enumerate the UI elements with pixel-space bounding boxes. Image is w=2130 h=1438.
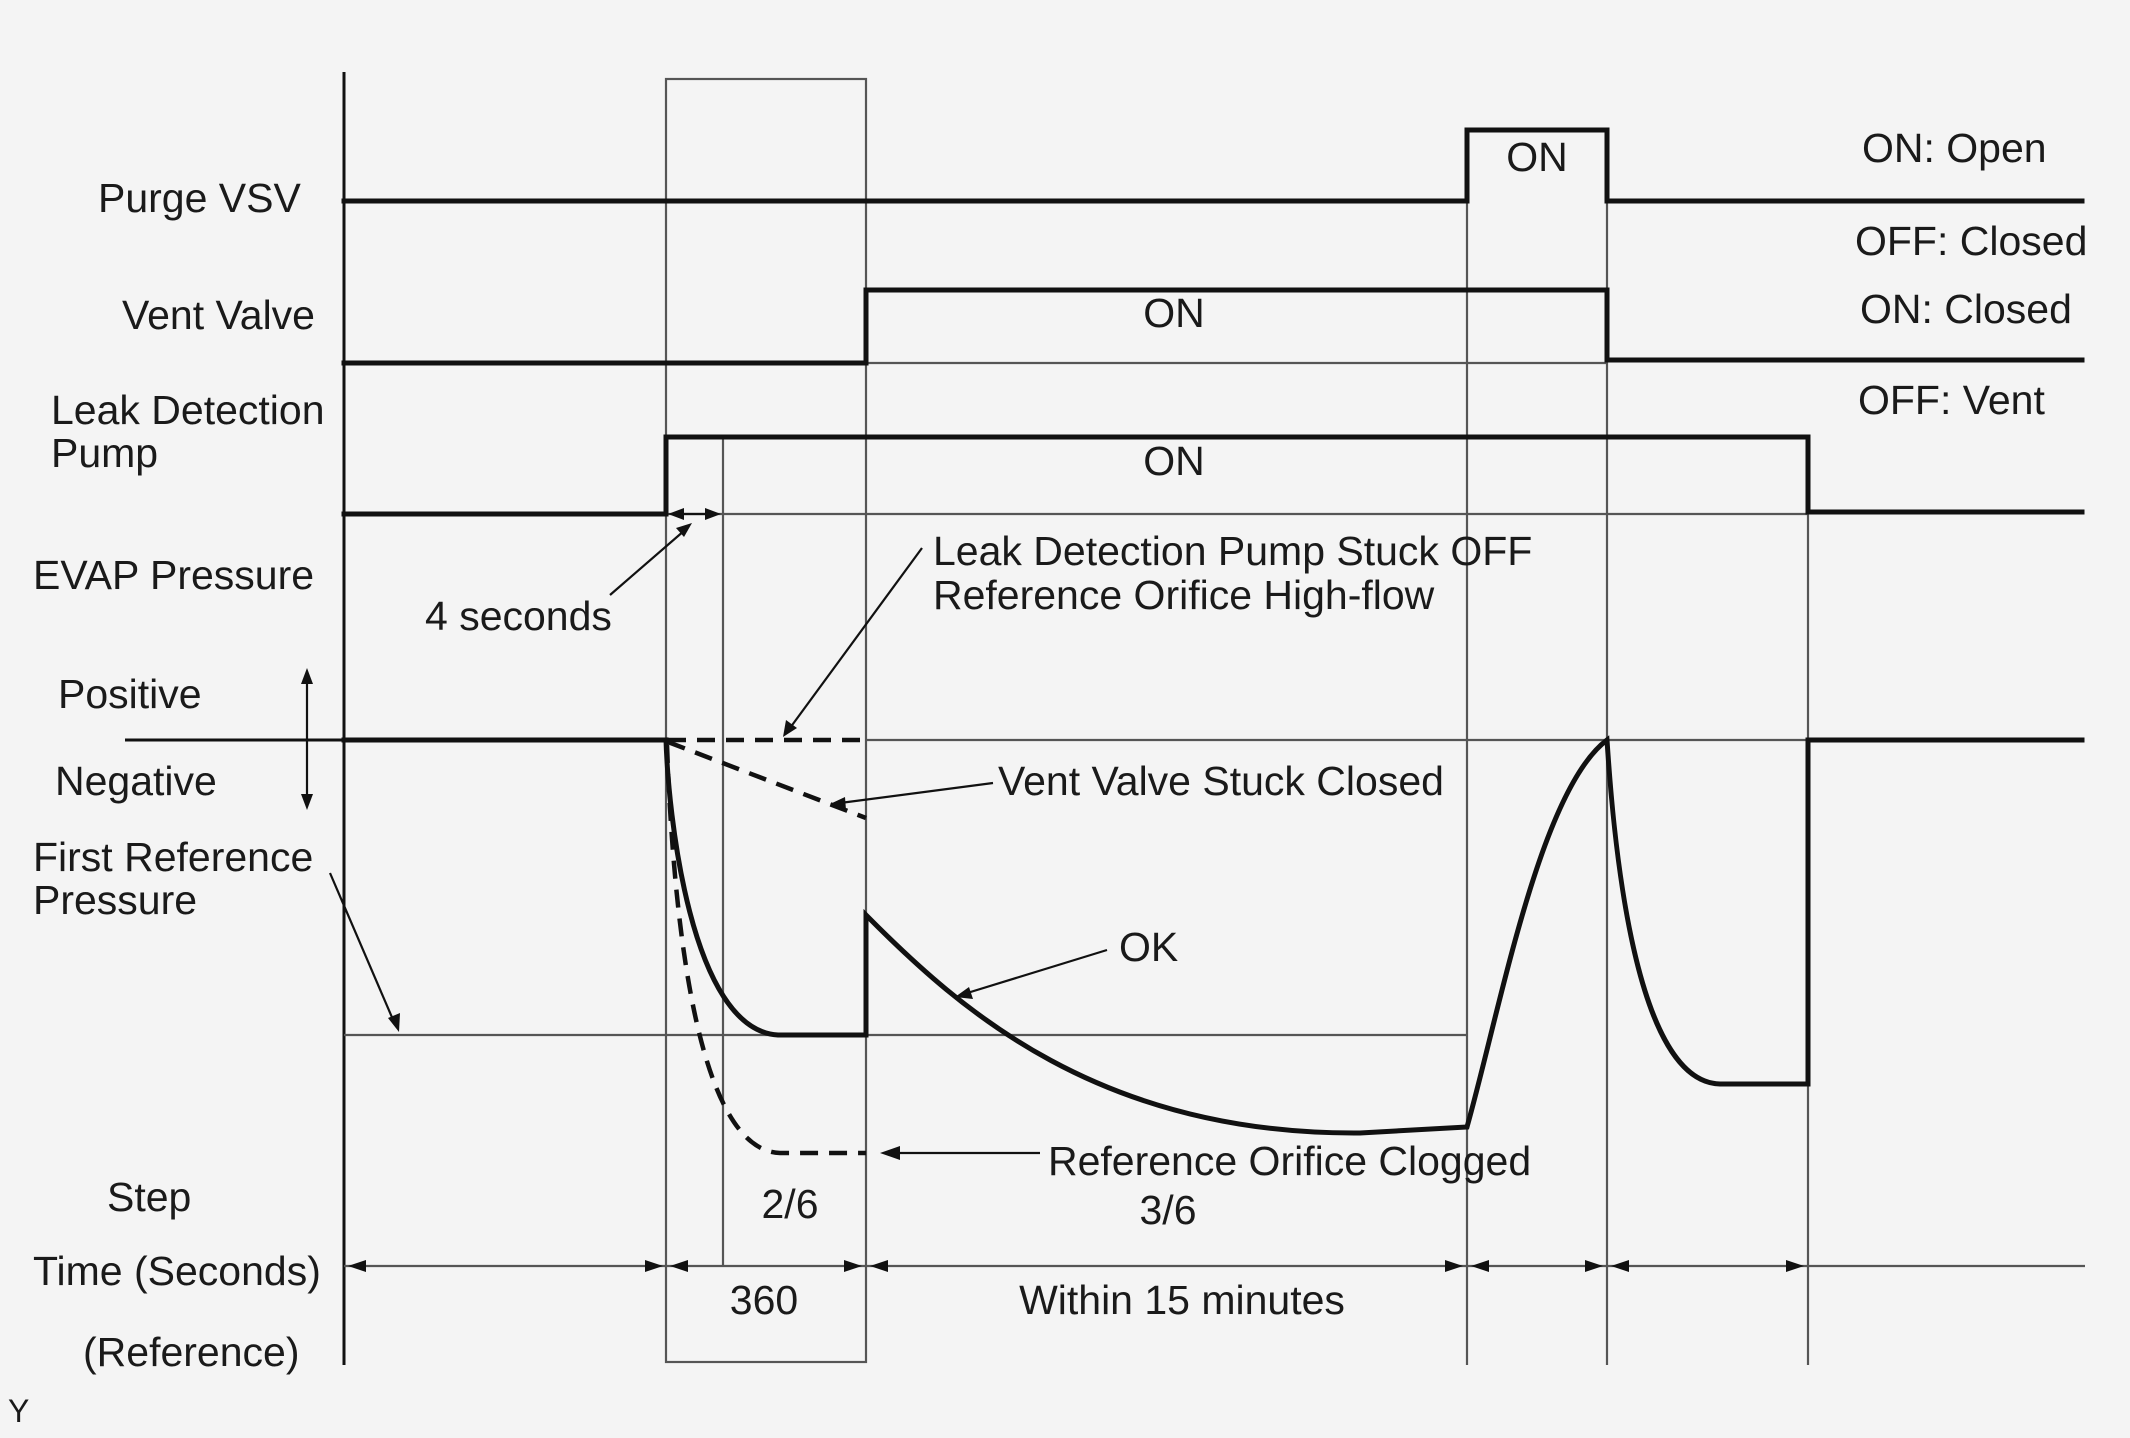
first-reference-label-line-1: First Reference	[33, 834, 313, 880]
purge-on-label: ON	[1506, 134, 1568, 180]
arrowhead	[1585, 1260, 1603, 1272]
positive-label: Positive	[58, 671, 202, 717]
evap-pressure-label: EVAP Pressure	[33, 552, 314, 598]
arrowhead	[348, 1260, 366, 1272]
time-dimension-arrows	[348, 1260, 1804, 1272]
stuck-off-annotation-line-1: Leak Detection Pump Stuck OFF	[933, 528, 1532, 574]
purge-off-meaning: OFF: Closed	[1855, 218, 2087, 264]
vent-stuck-closed-curve	[667, 739, 867, 821]
time-360-label: 360	[730, 1277, 798, 1323]
four-seconds-leader	[609, 529, 686, 596]
step-label: Step	[107, 1174, 191, 1220]
ok-leader	[963, 948, 1108, 996]
arrowhead	[705, 508, 721, 520]
vent-valve-signal	[341, 287, 2085, 366]
step-2-label: 2/6	[762, 1181, 819, 1227]
evap-pressure-ok-curve	[663, 735, 1811, 1136]
first-reference-label-line-2: Pressure	[33, 877, 197, 923]
arrowhead-up	[301, 668, 313, 684]
arrowhead	[1445, 1260, 1463, 1272]
arrowhead	[955, 987, 973, 999]
vent-off-meaning: OFF: Vent	[1858, 377, 2045, 423]
stuck-off-leader	[789, 547, 923, 729]
stuck-off-annotation-line-2: Reference Orifice High-flow	[933, 572, 1435, 618]
purge-vsv-signal	[341, 127, 2085, 204]
arrowhead	[783, 720, 797, 737]
vent-on-meaning: ON: Closed	[1860, 286, 2072, 332]
leak-pump-signal	[341, 434, 2085, 517]
arrowhead	[676, 523, 692, 537]
negative-label: Negative	[55, 758, 217, 804]
arrowhead	[1471, 1260, 1489, 1272]
arrowhead	[388, 1013, 400, 1032]
arrowhead	[1611, 1260, 1629, 1272]
arrowhead	[844, 1260, 862, 1272]
arrowhead-down	[301, 794, 313, 810]
arrowhead	[830, 797, 846, 810]
leak-pump-label-line-1: Leak Detection	[51, 387, 325, 433]
corner-mark: Y	[8, 1393, 29, 1429]
vent-stuck-leader	[839, 781, 994, 805]
time-seconds-label: Time (Seconds)	[33, 1248, 321, 1294]
step-3-label: 3/6	[1140, 1187, 1197, 1233]
arrowhead	[645, 1260, 663, 1272]
first-reference-leader	[328, 872, 396, 1023]
purge-on-meaning: ON: Open	[1862, 125, 2047, 171]
step-2-frame	[664, 77, 868, 1364]
arrowhead	[670, 1260, 688, 1272]
arrowhead	[880, 1146, 900, 1160]
vent-stuck-annotation: Vent Valve Stuck Closed	[998, 758, 1444, 804]
vent-valve-label: Vent Valve	[122, 292, 315, 338]
pump-on-label: ON	[1143, 438, 1205, 484]
leak-pump-label-line-2: Pump	[51, 430, 158, 476]
vent-on-label: ON	[1143, 290, 1205, 336]
purge-vsv-label: Purge VSV	[98, 175, 301, 221]
orifice-clogged-curve	[664, 744, 866, 1156]
ok-annotation: OK	[1119, 924, 1178, 970]
reference-label: (Reference)	[83, 1329, 299, 1375]
orifice-clogged-annotation: Reference Orifice Clogged	[1048, 1138, 1531, 1184]
four-seconds-annotation: 4 seconds	[425, 593, 612, 639]
time-15-minutes-label: Within 15 minutes	[1019, 1277, 1345, 1323]
arrowhead	[668, 508, 684, 520]
arrowhead	[870, 1260, 888, 1272]
arrowhead	[1786, 1260, 1804, 1272]
